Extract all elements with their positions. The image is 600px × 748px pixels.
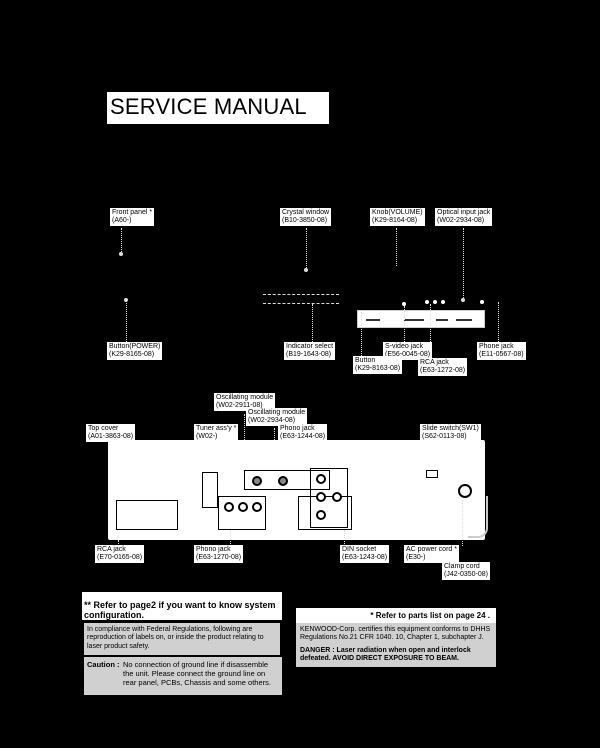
- label-ac-power-cord: AC power cord * (E30-): [404, 545, 459, 563]
- front-unit: [357, 310, 485, 328]
- leader-line: [430, 304, 431, 356]
- rca-terminal-block: [116, 500, 178, 530]
- label-knob-volume: Knob(VOLUME) (K29-8164-08): [370, 208, 425, 226]
- jack-icon: [332, 492, 342, 502]
- leader-line: [344, 530, 345, 546]
- power-socket-icon: [458, 484, 472, 498]
- caution-heading: Caution :: [87, 660, 120, 669]
- osc-module-block: [244, 470, 330, 490]
- label-rca-jack-rear: RCA jack (E70-0165-08): [95, 545, 145, 563]
- caution-note: Caution : No connection of ground line i…: [84, 657, 282, 695]
- ac-cord-icon: [468, 496, 488, 538]
- leader-line: [118, 540, 119, 546]
- display-window: [263, 294, 339, 304]
- leader-line: [126, 298, 127, 342]
- leader-line: [306, 228, 307, 270]
- label-top-cover: Top cover (A01-3863-08): [86, 424, 136, 442]
- jack-icon: [278, 476, 288, 486]
- refer-parts-note: * Refer to parts list on page 24 .: [296, 608, 496, 623]
- leader-line: [404, 306, 405, 342]
- jack-icon: [238, 502, 248, 512]
- leader-dot: [461, 298, 465, 302]
- leader-line: [498, 302, 499, 342]
- leader-dot: [119, 252, 123, 256]
- label-button: Button (K29-8163-08): [353, 356, 403, 374]
- label-phono-jack-top: Phono jack (E63-1244-08): [278, 424, 328, 442]
- phone-jack-icon: [480, 300, 484, 304]
- label-din-socket: DIN socket (E63-1243-08): [340, 545, 390, 563]
- leader-line: [361, 312, 362, 356]
- label-optical-jack: Optical input jack (W02-2934-08): [435, 208, 493, 226]
- din-socket-block: [310, 468, 348, 528]
- leader-dot: [304, 268, 308, 272]
- jack-icon: [252, 476, 262, 486]
- label-tuner-assy: Tuner ass'y * (W02-): [194, 424, 239, 442]
- label-svideo-jack: S-video jack (E56-0045-08): [383, 342, 433, 360]
- label-slide-switch: Slide switch(SW1) (S62-0113-08): [420, 424, 481, 442]
- caution-body: No connection of ground line if disassem…: [123, 660, 271, 687]
- label-front-panel: Front panel * (A60-): [110, 208, 155, 226]
- phono-jack-block: [218, 496, 266, 530]
- jack-icon: [316, 492, 326, 502]
- jack-icon: [252, 502, 262, 512]
- refer-page2-note: ** Refer to page2 if you want to know sy…: [82, 592, 282, 620]
- label-phone-jack: Phone jack (E11-0567-08): [477, 342, 526, 360]
- label-rca-jack-front: RCA jack (E63-1272-08): [418, 358, 468, 376]
- label-crystal-window: Crystal window (B10-3850-08): [280, 208, 332, 226]
- rca-jack-icon: [441, 300, 445, 304]
- jack-icon: [224, 502, 234, 512]
- jack-icon: [316, 510, 326, 520]
- leader-line: [463, 228, 464, 300]
- label-button-power: Button(POWER) (K29-8165-08): [107, 342, 163, 360]
- leader-line: [230, 530, 231, 546]
- label-indicator-select: Indicator select (B19-1643-08): [284, 342, 336, 360]
- jack-icon: [316, 474, 326, 484]
- leader-line: [462, 500, 463, 546]
- rca-jack-icon: [433, 300, 437, 304]
- danger-text: DANGER : Laser radiation when open and i…: [300, 646, 471, 662]
- rear-panel: [108, 440, 485, 540]
- kenwood-note: KENWOOD-Corp. certifies this equipment c…: [296, 623, 496, 667]
- page-title: SERVICE MANUAL: [107, 92, 329, 124]
- label-osc-module-2: Oscillating module (W02-2934-08): [246, 408, 308, 426]
- label-clamp-cord: Clamp cord (J42-0350-08): [442, 562, 490, 580]
- rca-jack-icon: [425, 300, 429, 304]
- label-phono-jack-bottom: Phono jack (E63-1270-08): [194, 545, 244, 563]
- leader-dot: [124, 298, 128, 302]
- svideo-jack-icon: [402, 302, 406, 306]
- leader-line: [121, 228, 122, 254]
- tuner-terminal: [202, 472, 218, 508]
- leader-line: [312, 304, 313, 342]
- slide-switch-icon: [426, 470, 438, 478]
- leader-line: [396, 228, 397, 266]
- label-osc-module-1: Oscillating module (W02-2911-08): [214, 393, 276, 411]
- certification-text: KENWOOD-Corp. certifies this equipment c…: [300, 626, 491, 642]
- federal-note: In compliance with Federal Regulations, …: [84, 623, 280, 655]
